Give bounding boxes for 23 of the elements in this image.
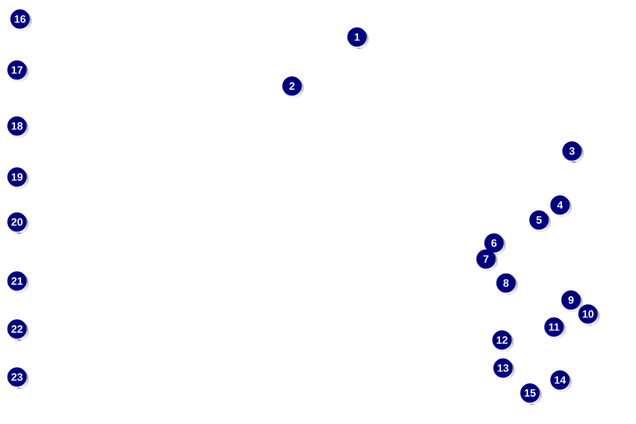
callout-number: 21: [7, 271, 28, 292]
callout-number: 17: [7, 60, 28, 82]
callout-number: 23: [7, 367, 28, 388]
callout-number: 20: [7, 212, 28, 234]
callout-number: 22: [7, 319, 28, 340]
callout-number: 10: [578, 304, 600, 326]
callout-number: 4: [550, 195, 572, 216]
callout-number: 13: [493, 358, 514, 380]
callout-number: 7: [476, 249, 498, 270]
callout-number: 14: [550, 370, 572, 392]
callout-number: 8: [496, 273, 518, 294]
callout-number: 6: [484, 233, 506, 254]
callout-number: 12: [492, 330, 514, 352]
callout-number: 11: [544, 317, 566, 338]
callout-number: 16: [10, 9, 32, 30]
callout-number: 3: [562, 141, 584, 162]
callout-number: 1: [347, 27, 368, 48]
callout-number: 15: [520, 383, 542, 404]
callout-number: 19: [7, 167, 28, 188]
callout-number: 18: [7, 116, 28, 138]
callout-number: 9: [561, 290, 582, 312]
callout-number: 5: [529, 210, 550, 232]
callout-number: 2: [282, 76, 304, 98]
